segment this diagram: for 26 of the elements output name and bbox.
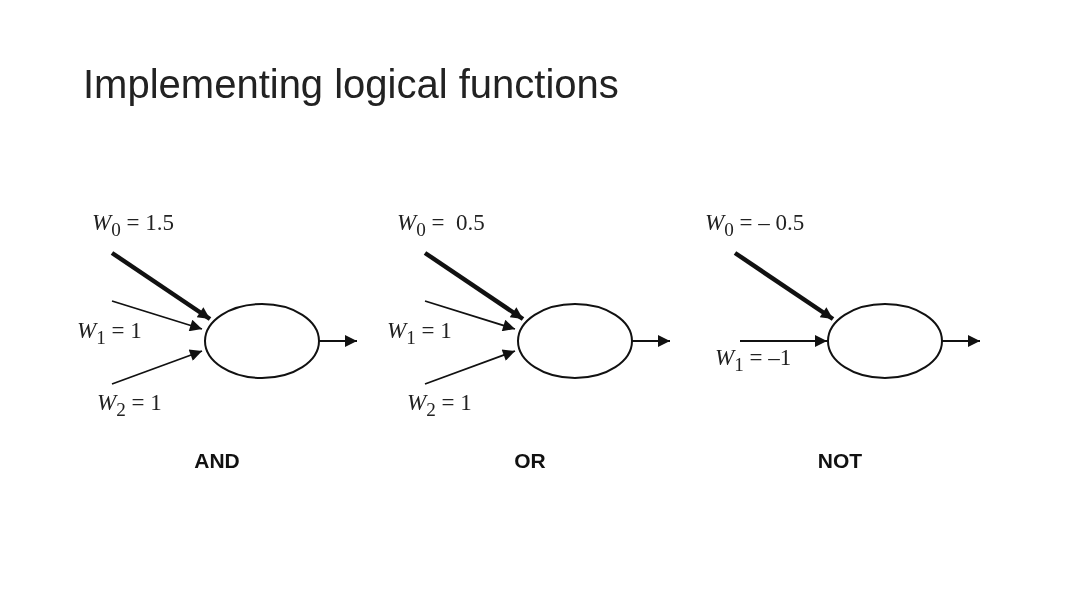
weight-label: W$_{0}$ = 1.5: [92, 211, 174, 239]
weight-label: W$_{1}$ = 1: [387, 319, 452, 347]
arrow: [733, 251, 835, 321]
neuron-ellipse: [204, 303, 320, 379]
neuron-ellipse: [517, 303, 633, 379]
weight-label: W$_{2}$ = 1: [407, 391, 472, 419]
arrow: [110, 251, 212, 321]
weight-label: W$_{0}$ = 0.5: [397, 211, 485, 239]
arrow: [111, 300, 203, 332]
gate-label: AND: [194, 449, 240, 473]
arrow: [739, 335, 828, 347]
arrow: [941, 335, 981, 347]
weight-label: W$_{0}$ = – 0.5: [705, 211, 805, 239]
arrow: [424, 349, 516, 385]
gate-label: NOT: [817, 449, 863, 473]
gate-label: OR: [514, 449, 546, 473]
weight-label: W$_{2}$ = 1: [97, 391, 162, 419]
neuron-ellipse: [827, 303, 943, 379]
arrow: [318, 335, 358, 347]
arrow: [631, 335, 671, 347]
arrow: [423, 251, 525, 321]
weight-label: W$_{1}$ = 1: [77, 319, 142, 347]
arrow: [424, 300, 516, 332]
arrow: [111, 349, 203, 385]
weight-label: W$_{1}$ = –1: [715, 346, 792, 374]
slide-title: Implementing logical functions: [83, 62, 619, 107]
